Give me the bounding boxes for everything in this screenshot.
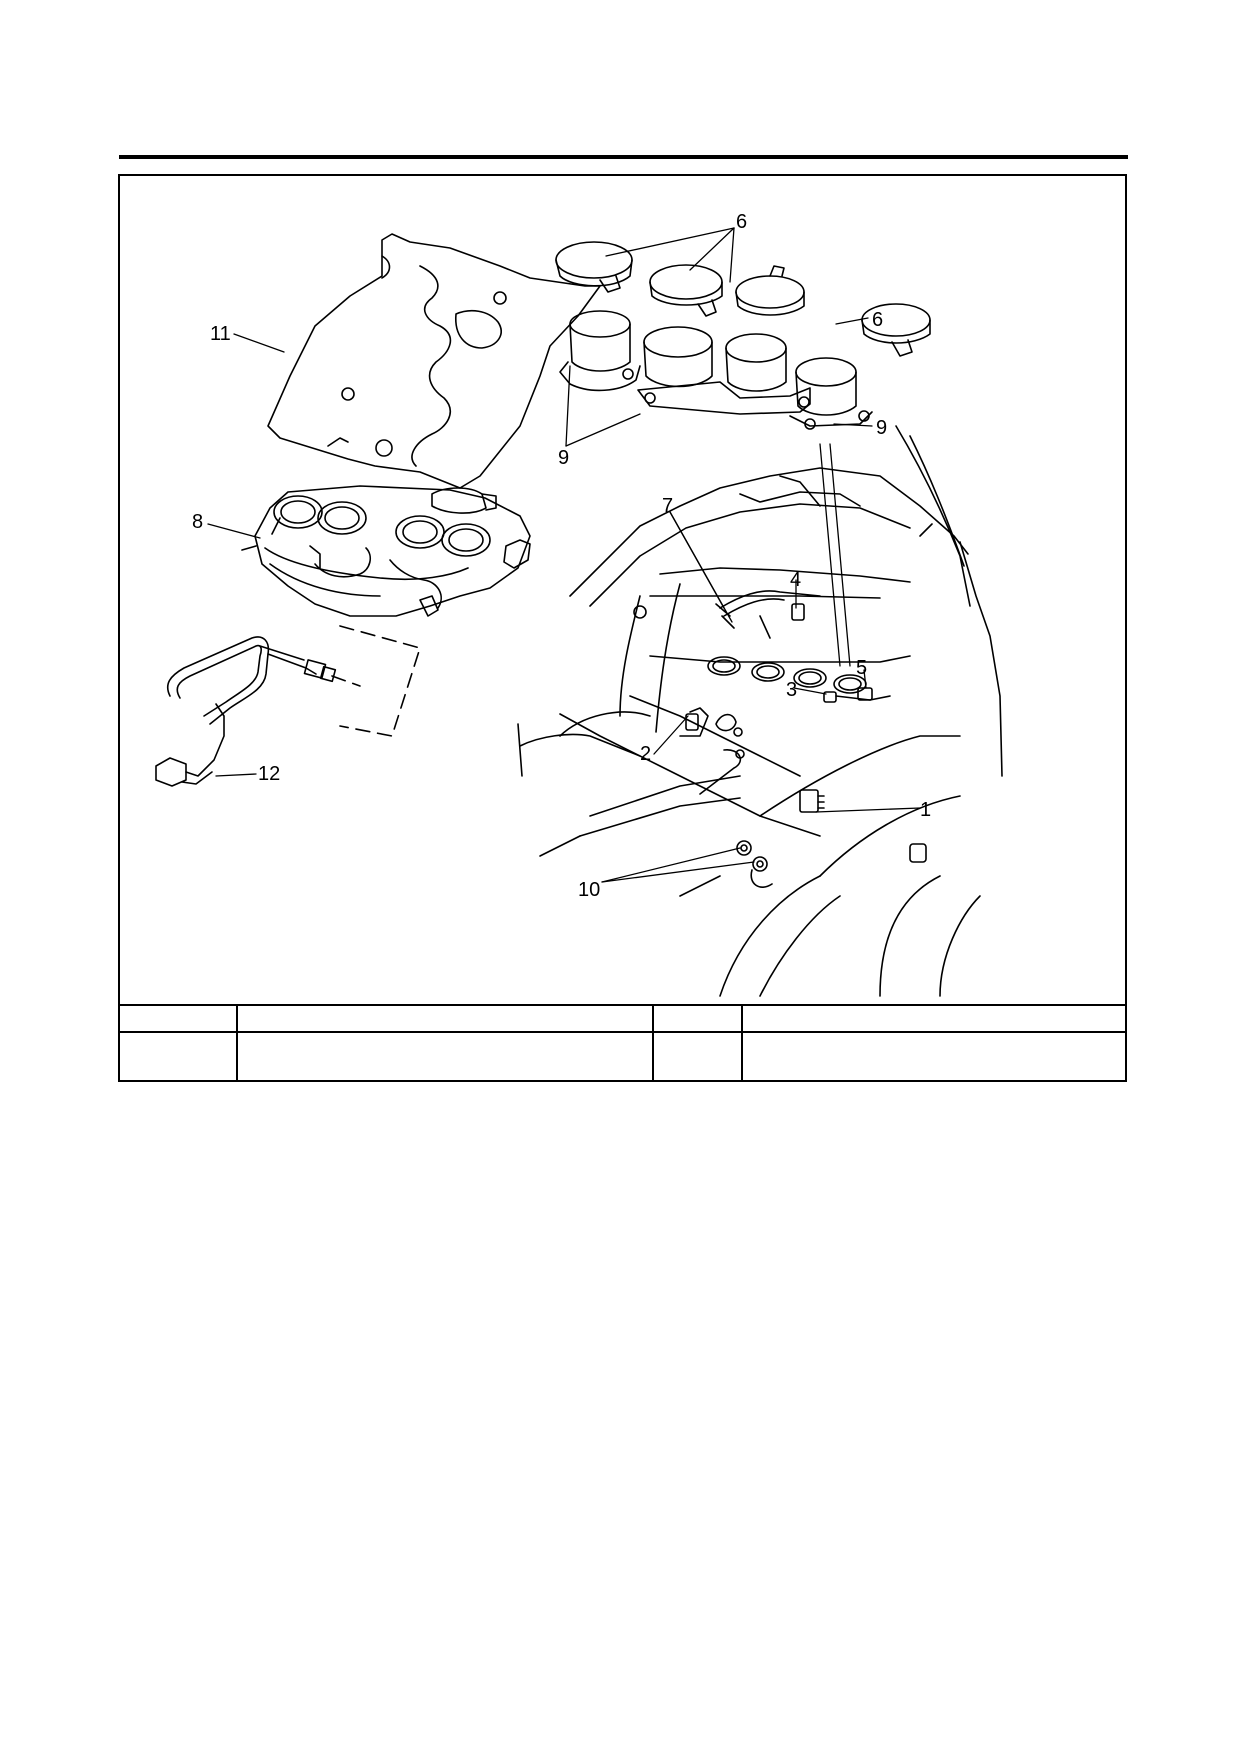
callout-11: 11 (210, 323, 231, 345)
figure-frame: 1 2 3 4 5 6 6 7 8 9 9 10 11 12 (118, 174, 1127, 1082)
callout-6-top: 6 (736, 211, 747, 233)
parts-table-column-divider (741, 1006, 743, 1080)
parts-table-header-divider (120, 1031, 1125, 1033)
intake-joint-part-group (559, 310, 873, 430)
parts-table-column-divider (652, 1006, 654, 1080)
callout-labels: 1 2 3 4 5 6 6 7 8 9 9 10 11 12 (192, 211, 931, 901)
callout-8: 8 (192, 511, 203, 533)
callout-2: 2 (640, 743, 651, 765)
header-rule (119, 155, 1128, 159)
callout-leaders (207, 227, 921, 883)
illustration-svg: 1 2 3 4 5 6 6 7 8 9 9 10 11 12 (155, 211, 1003, 997)
clamp-part-group (555, 241, 931, 357)
parts-table (120, 1004, 1125, 1080)
callout-1: 1 (920, 799, 931, 821)
callout-7: 7 (662, 495, 673, 517)
callout-6-right: 6 (872, 309, 883, 331)
callout-3: 3 (786, 679, 797, 701)
callout-9-left: 9 (558, 447, 569, 469)
callout-9-right: 9 (876, 417, 887, 439)
parts-table-column-divider (236, 1006, 238, 1080)
fuel-hose-part (155, 636, 337, 787)
throttle-body-part (241, 485, 531, 617)
callout-10: 10 (578, 879, 600, 901)
callout-5: 5 (856, 657, 867, 679)
heat-shield-part (267, 233, 601, 489)
callout-4: 4 (790, 569, 801, 591)
exploded-view-illustration: 1 2 3 4 5 6 6 7 8 9 9 10 11 12 (120, 176, 1125, 1004)
callout-12: 12 (258, 763, 280, 785)
assembly-guide-lines (331, 625, 421, 737)
frame-illustration (517, 425, 1003, 997)
